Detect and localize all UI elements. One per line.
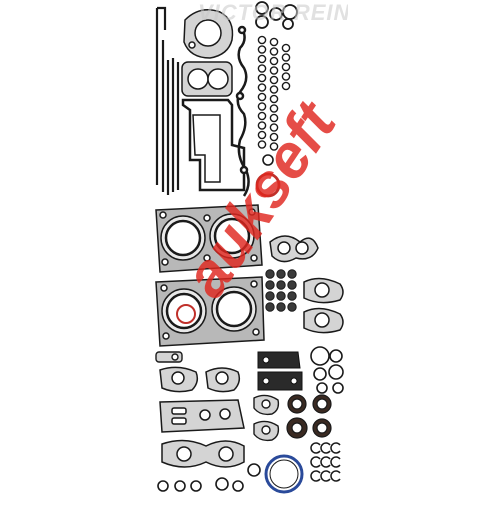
small-washer (269, 56, 279, 66)
small-ring-bottom (247, 463, 261, 477)
intake-plenum-gasket (159, 399, 245, 433)
small-plate-gasket (155, 351, 183, 363)
small-washer (257, 73, 267, 83)
c-clip (320, 442, 331, 454)
small-washer (269, 123, 279, 132)
small-washer (257, 92, 267, 102)
small-washer (257, 140, 267, 149)
inner-ring (269, 459, 299, 489)
small-washer (269, 94, 279, 104)
blue-o-ring (264, 454, 304, 494)
small-washer (281, 53, 291, 62)
maker-watermark: VICTOR REINZ (198, 0, 348, 25)
valve-stem-seal (276, 280, 286, 290)
egr-gaskets (159, 366, 241, 393)
flange-gaskets (253, 394, 280, 442)
small-washer (257, 130, 267, 140)
o-rings-bottom (157, 477, 244, 492)
oil-seals (286, 394, 332, 439)
c-clip (310, 470, 321, 482)
small-washer (257, 83, 267, 92)
valve-stem-seal (276, 269, 286, 279)
valve-cover-gasket-strip (235, 25, 250, 197)
valve-stem-seal (276, 291, 286, 301)
valve-stem-seal (265, 280, 275, 290)
c-clip (330, 442, 341, 454)
small-washer (257, 54, 267, 64)
small-washer (257, 102, 267, 111)
c-clip (320, 456, 331, 468)
small-washer (257, 64, 267, 73)
small-washer (257, 111, 267, 121)
small-washer (281, 62, 291, 72)
head-gasket-lower (155, 276, 265, 347)
valve-stem-seal (265, 269, 275, 279)
dark-plate-gaskets (257, 351, 303, 391)
small-washer (269, 37, 279, 47)
valve-stem-seal (287, 291, 297, 301)
exhaust-gasket-top (269, 235, 319, 263)
c-clip (310, 456, 321, 468)
c-clip (310, 442, 321, 454)
small-washer (269, 104, 279, 113)
o-rings-right (310, 346, 344, 394)
long-seal-strips (155, 6, 180, 195)
small-washer (281, 81, 291, 91)
small-washer (269, 113, 279, 123)
small-washer (257, 121, 267, 130)
c-clip (330, 456, 341, 468)
o-rings-top (255, 1, 298, 30)
throttle-body-gasket (181, 61, 233, 97)
small-washer (281, 72, 291, 81)
small-washer (269, 47, 279, 56)
small-washer (269, 75, 279, 85)
small-washer (269, 132, 279, 142)
small-washer (257, 35, 267, 45)
small-washer (269, 85, 279, 94)
small-washer (269, 66, 279, 75)
c-clip (330, 470, 341, 482)
c-clips (310, 442, 341, 482)
washers-column (257, 35, 291, 151)
intake-manifold-gasket (181, 98, 246, 192)
valve-stem-seal (276, 302, 286, 312)
c-clip (320, 470, 331, 482)
head-gasket-upper (155, 204, 263, 273)
valve-stem-seal (287, 280, 297, 290)
small-washer (257, 45, 267, 54)
washer-grid (265, 269, 297, 312)
exhaust-gasket-right-a (303, 277, 344, 304)
red-o-ring (255, 172, 281, 198)
valve-stem-seal (287, 269, 297, 279)
water-pump-gasket (183, 9, 234, 59)
small-washer (269, 142, 279, 151)
exhaust-gasket-right-b (303, 307, 344, 334)
valve-stem-seal (287, 302, 297, 312)
valve-stem-seal (265, 302, 275, 312)
small-washer (281, 43, 291, 53)
intake-runner-gasket (161, 439, 245, 468)
small-ring (262, 154, 274, 166)
valve-stem-seal (265, 291, 275, 301)
